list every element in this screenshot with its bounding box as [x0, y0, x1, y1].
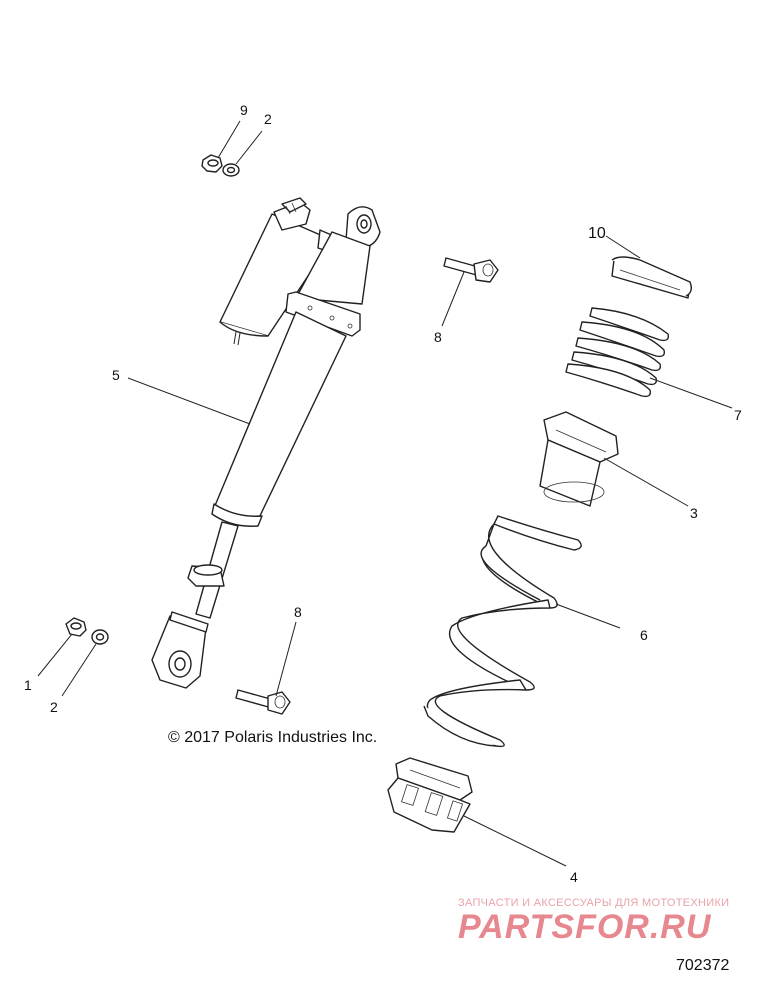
- callout-3: 3: [690, 505, 698, 521]
- part-5-shock-absorber: [151, 197, 381, 689]
- callout-5: 5: [112, 367, 120, 383]
- callout-2-lower: 2: [50, 699, 58, 715]
- watermark-brand: PARTSFOR.RU: [458, 908, 712, 946]
- callout-7: 7: [734, 407, 742, 423]
- diagram-number: 702372: [676, 957, 729, 974]
- callout-8-lower: 8: [294, 604, 302, 620]
- leader-lines: [37, 120, 733, 867]
- part-2-washer-top: [222, 163, 240, 177]
- part-2-washer-lower: [91, 629, 109, 645]
- watermark: ЗАПЧАСТИ И АКСЕССУАРЫ ДЛЯ МОТОТЕХНИКИ PA…: [458, 897, 729, 946]
- part-1-nut: [65, 617, 87, 637]
- part-8-bolt-lower: [235, 689, 291, 715]
- part-10-spring-cap: [611, 256, 693, 299]
- copyright-notice: © 2017 Polaris Industries Inc.: [168, 729, 377, 746]
- callout-labels: 9 2 10 8 5 7 3 6 8 1 2 4: [24, 102, 742, 885]
- part-6-main-spring: [423, 515, 582, 748]
- part-4-spring-seat: [387, 757, 473, 833]
- callout-4: 4: [570, 869, 578, 885]
- callout-1: 1: [24, 677, 32, 693]
- part-9-nut: [201, 154, 223, 173]
- part-8-bolt-upper: [443, 257, 499, 283]
- watermark-tagline: ЗАПЧАСТИ И АКСЕССУАРЫ ДЛЯ МОТОТЕХНИКИ: [458, 897, 729, 909]
- callout-8-upper: 8: [434, 329, 442, 345]
- part-7-helper-spring: [565, 307, 670, 398]
- callout-9: 9: [240, 102, 248, 118]
- part-3-spring-adapter: [539, 411, 619, 507]
- callout-6: 6: [640, 627, 648, 643]
- callout-10: 10: [588, 225, 606, 242]
- callout-2-top: 2: [264, 111, 272, 127]
